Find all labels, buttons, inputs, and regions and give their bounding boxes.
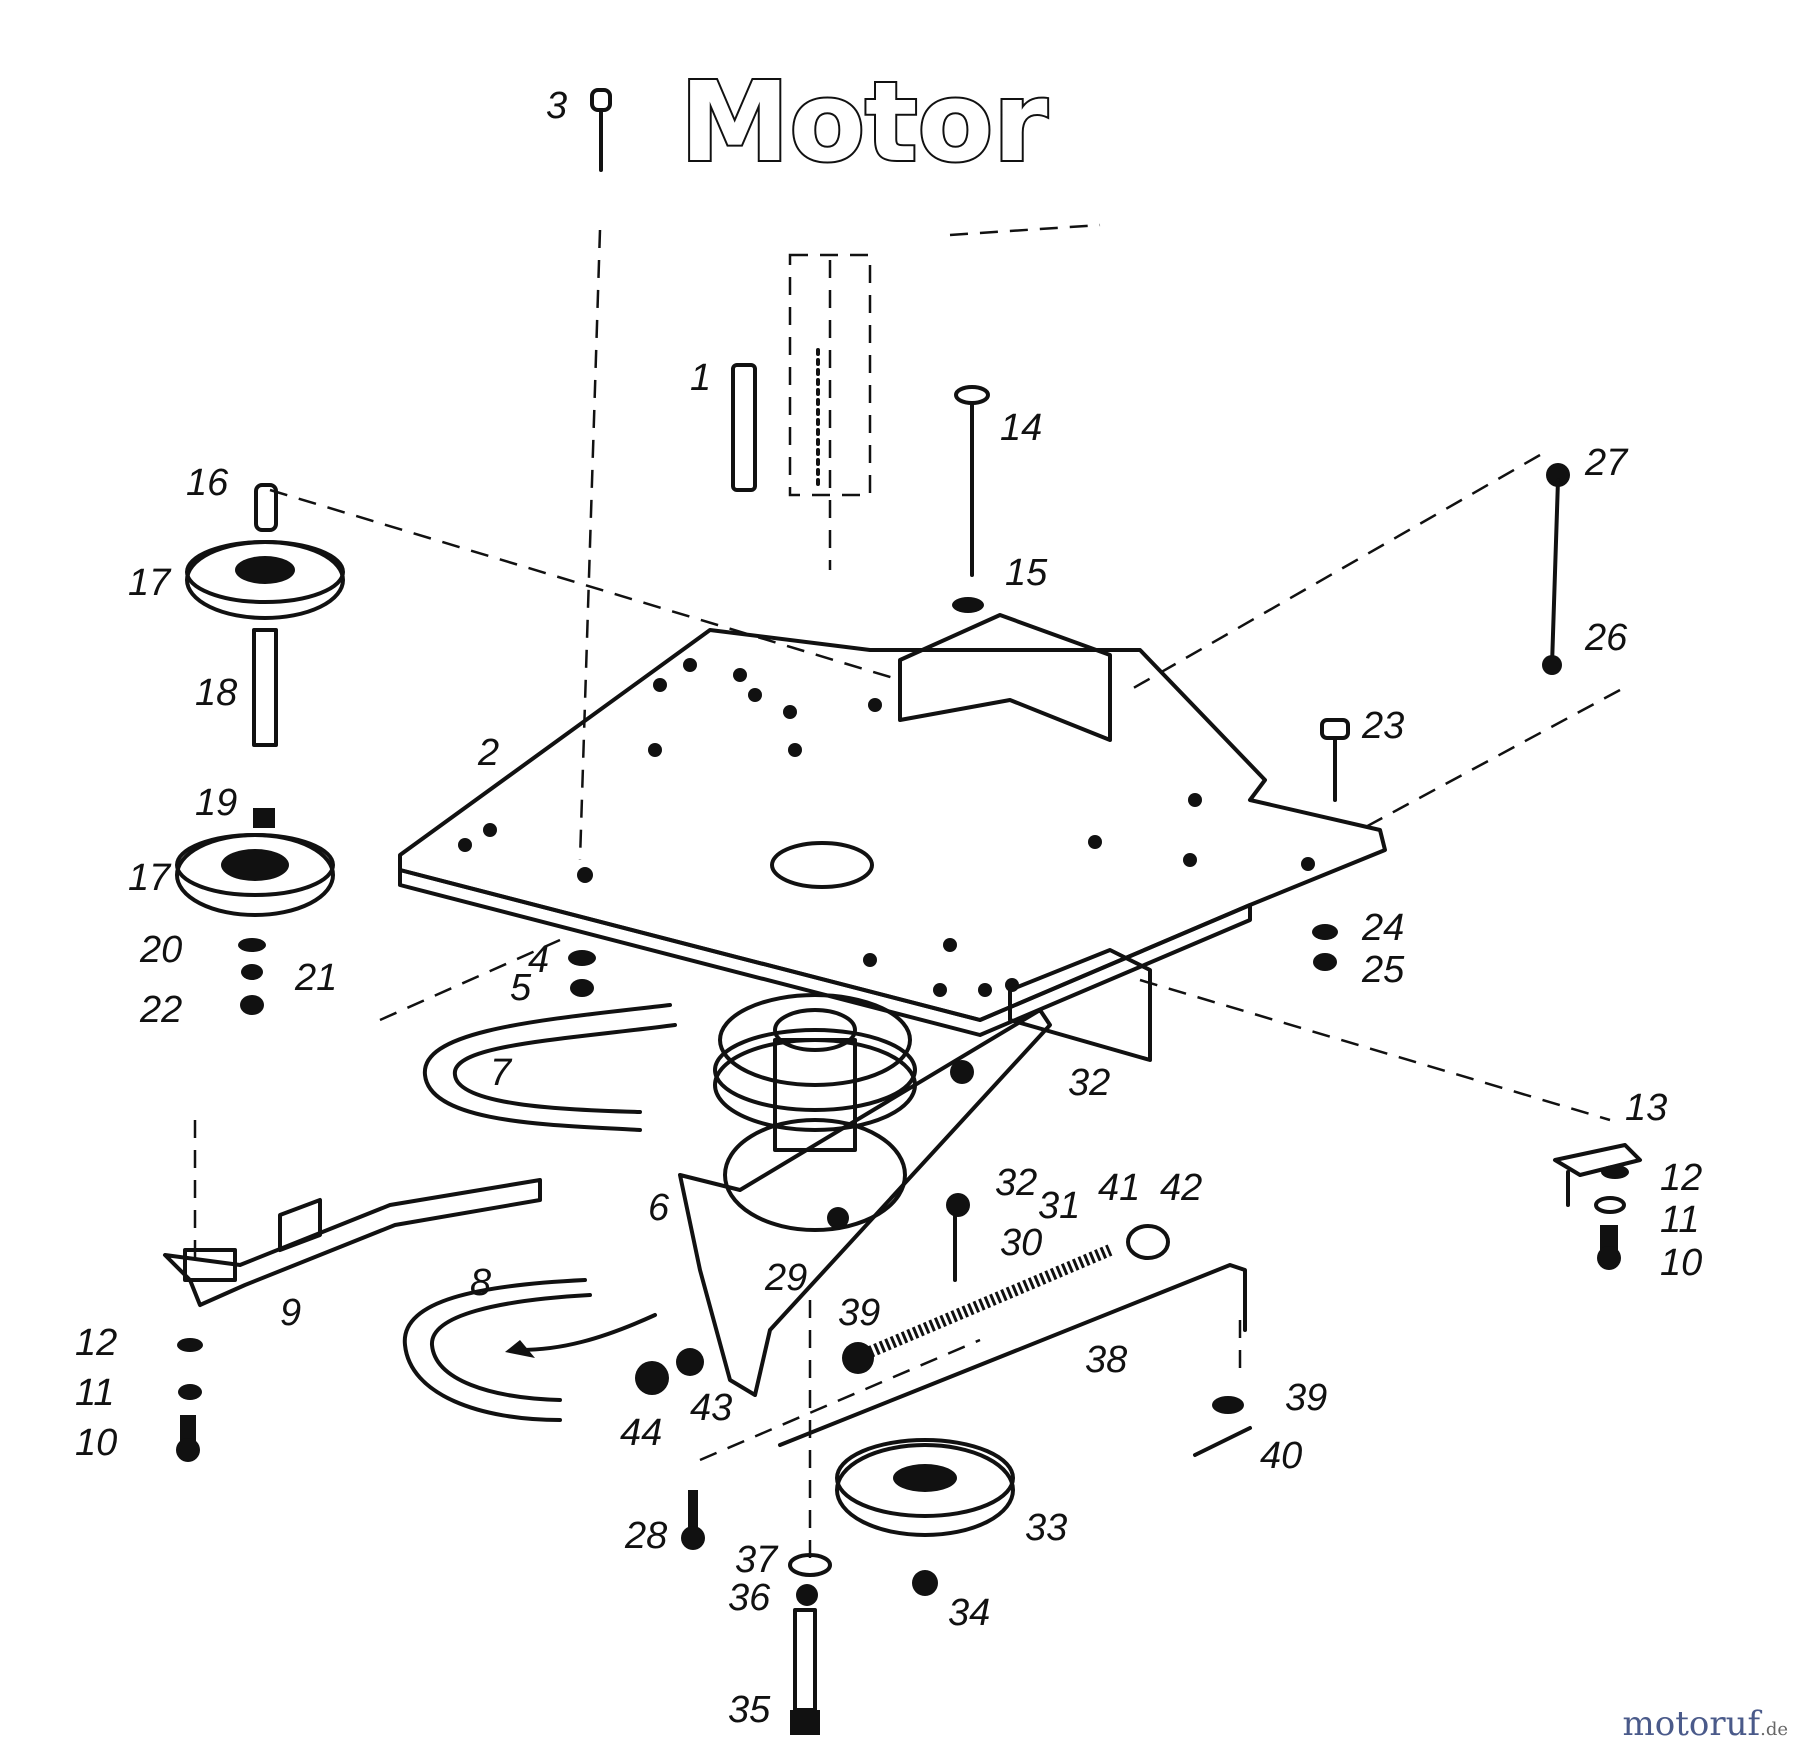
callout-22: 22: [139, 989, 182, 1031]
washer-36: [796, 1584, 818, 1606]
callout-20: 20: [139, 929, 182, 971]
pulley-assembly-left: [175, 483, 345, 1015]
bolt-30: [946, 1193, 970, 1282]
callout-39b: 39: [1285, 1377, 1327, 1419]
bolt-23: [1320, 718, 1350, 802]
nut-34: [912, 1570, 938, 1596]
callout-32b: 32: [995, 1162, 1037, 1204]
lever-9: [163, 1178, 542, 1307]
callout-42: 42: [1160, 1167, 1202, 1209]
callout-4: 4: [528, 939, 549, 981]
washer-12-left: [177, 1338, 203, 1352]
washer-37: [788, 1553, 832, 1577]
spring-41: [867, 1244, 1113, 1358]
nut-44: [635, 1361, 669, 1395]
callout-7: 7: [490, 1052, 513, 1094]
callout-19: 19: [195, 782, 237, 824]
nut-43: [676, 1348, 704, 1376]
callout-31: 31: [1038, 1185, 1080, 1227]
callout-43: 43: [690, 1387, 732, 1429]
callout-9: 9: [280, 1292, 301, 1334]
bolt-28: [681, 1490, 705, 1550]
callout-40: 40: [1260, 1435, 1302, 1477]
callout-13: 13: [1625, 1087, 1667, 1129]
key-1: [731, 363, 757, 492]
bolt-3: [590, 88, 612, 172]
washer-11-left: [178, 1384, 202, 1400]
callout-1: 1: [690, 357, 711, 399]
callout-25: 25: [1361, 949, 1405, 991]
v-belt-7: [422, 1003, 677, 1132]
callout-5: 5: [510, 967, 532, 1009]
callout-24: 24: [1361, 907, 1404, 949]
callout-16: 16: [186, 462, 229, 504]
callout-8: 8: [470, 1262, 491, 1304]
nut-29: [827, 1207, 849, 1229]
callout-32a: 32: [1068, 1062, 1110, 1104]
pulley-33: [835, 1438, 1015, 1537]
callout-10l: 10: [75, 1422, 117, 1464]
watermark-tld: .de: [1760, 1719, 1788, 1740]
callout-6: 6: [648, 1187, 670, 1229]
bracket-13: [1553, 1143, 1642, 1207]
callout-37: 37: [735, 1539, 779, 1581]
washer-11-right: [1594, 1196, 1626, 1214]
callout-12l: 12: [75, 1322, 117, 1364]
callout-35: 35: [728, 1689, 771, 1731]
callout-17a: 17: [128, 562, 172, 604]
motor-shaft-outline: [788, 253, 872, 497]
rod-38: [778, 1263, 1247, 1447]
callout-23: 23: [1361, 705, 1404, 747]
rod-26-27: [1542, 463, 1570, 675]
callout-39a: 39: [838, 1292, 880, 1334]
callout-28: 28: [624, 1515, 667, 1557]
callout-12r: 12: [1660, 1157, 1702, 1199]
diagram-title: Motor: [680, 58, 1047, 186]
callout-30: 30: [1000, 1222, 1042, 1264]
assembly-guide-lines: [193, 223, 1621, 1560]
bolt-14: [954, 385, 990, 577]
motor-plate-2: [398, 613, 1387, 1062]
washer-15: [952, 597, 984, 613]
callout-34: 34: [948, 1592, 990, 1634]
callout-29: 29: [764, 1257, 807, 1299]
washer-39-right: [1212, 1396, 1244, 1414]
callout-33: 33: [1025, 1507, 1067, 1549]
bushing-39-left: [842, 1342, 874, 1374]
v-belt-8: [402, 1278, 657, 1422]
callout-38: 38: [1085, 1339, 1127, 1381]
bolt-35: [790, 1608, 820, 1735]
callout-11r: 11: [1660, 1199, 1699, 1241]
bushing-42: [1126, 1224, 1170, 1260]
washer-24: [1312, 924, 1338, 940]
callout-41: 41: [1098, 1167, 1140, 1209]
callout-26: 26: [1584, 617, 1628, 659]
clutch-pulley: [713, 993, 917, 1232]
callout-27: 27: [1584, 442, 1629, 484]
callout-18: 18: [195, 672, 237, 714]
watermark-name: motoruf: [1622, 1704, 1761, 1744]
callout-10r: 10: [1660, 1242, 1702, 1284]
callout-labels: 3 1 14 27 15 26 16 17 18 19 17 20 21 22 …: [75, 85, 1702, 1731]
callout-44: 44: [620, 1412, 662, 1454]
bolt-10-left: [176, 1415, 200, 1462]
washer-4: [568, 950, 596, 966]
bolt-10-right: [1597, 1225, 1621, 1270]
callout-21: 21: [294, 957, 337, 999]
callout-15: 15: [1005, 552, 1048, 594]
callout-17b: 17: [128, 857, 172, 899]
callout-2: 2: [477, 732, 499, 774]
nut-25: [1313, 953, 1337, 971]
nut-5: [570, 979, 594, 997]
callout-36: 36: [728, 1577, 771, 1619]
callout-11l: 11: [75, 1372, 114, 1414]
watermark: motoruf.de: [1623, 1704, 1788, 1744]
washer-12-right: [1601, 1165, 1629, 1179]
nut-32-upper: [950, 1060, 974, 1084]
callout-14: 14: [1000, 407, 1042, 449]
callout-3: 3: [546, 85, 567, 127]
pin-40: [1193, 1426, 1252, 1457]
